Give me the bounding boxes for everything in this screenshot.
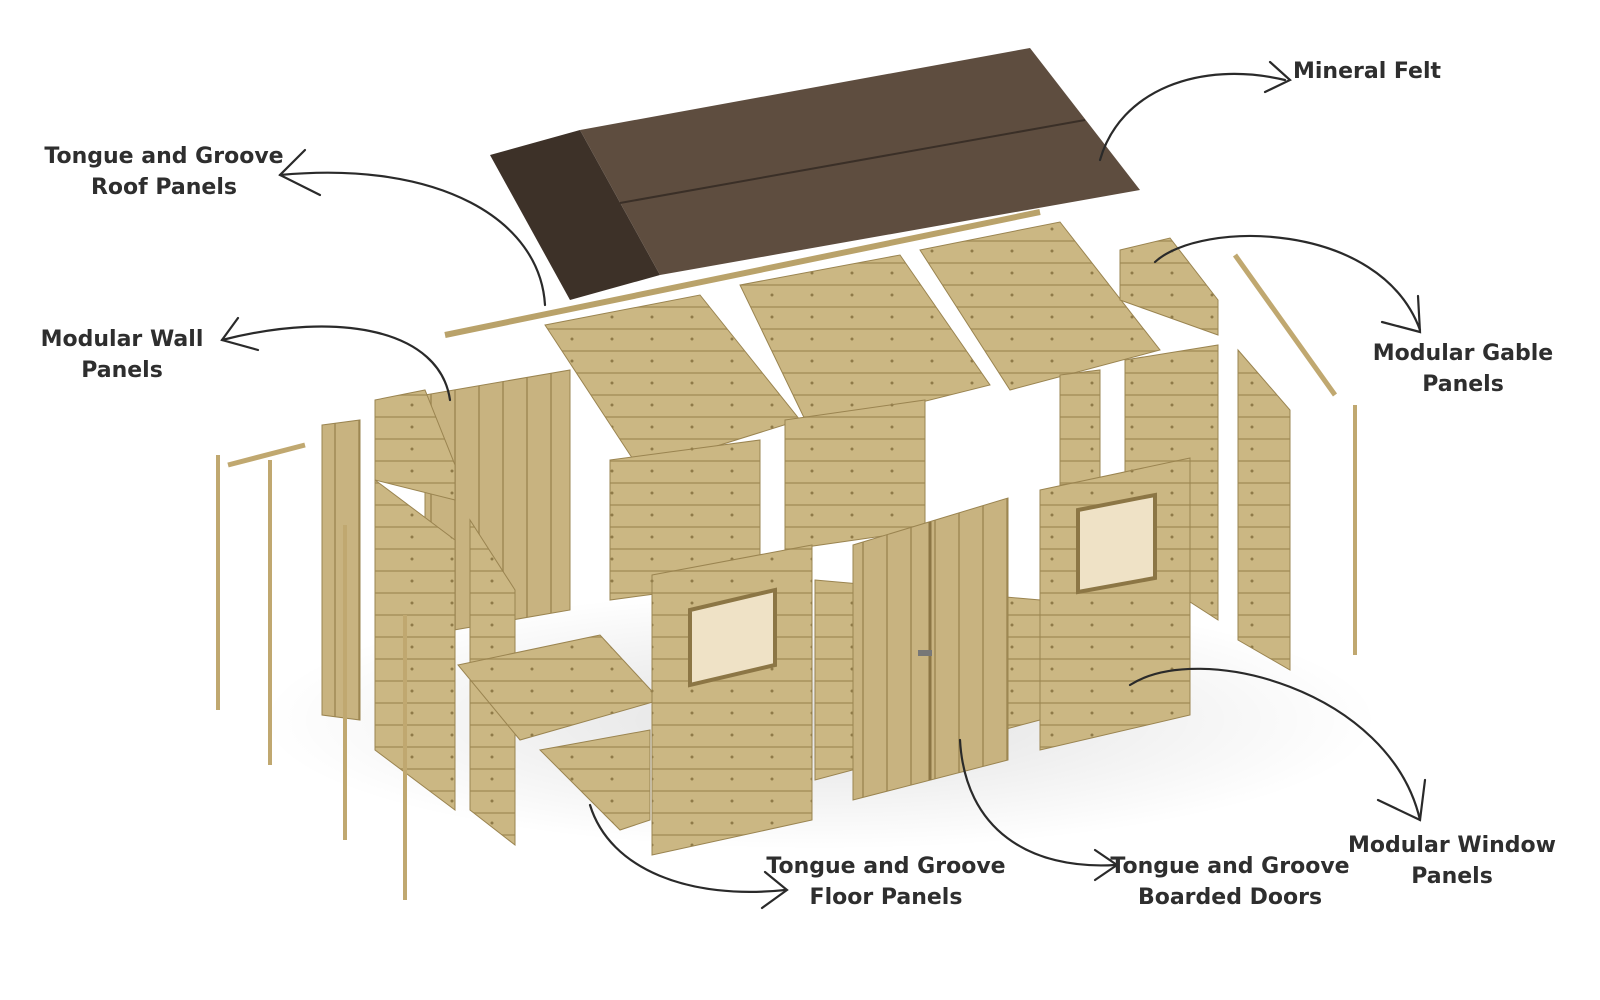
- boarded-doors: [852, 497, 1009, 801]
- back-wall-panels: [374, 369, 926, 636]
- label-line: Modular Window: [1348, 833, 1556, 858]
- label-line: Mineral Felt: [1292, 59, 1442, 84]
- arrow-head: [1380, 294, 1422, 334]
- roof-panels: [444, 209, 1161, 471]
- label-line: Panels: [1422, 372, 1504, 397]
- arrow-head: [1263, 60, 1292, 94]
- label-line: Tongue and Groove: [1110, 854, 1350, 879]
- arrow-head: [278, 148, 322, 197]
- label-line: Tongue and Groove: [766, 854, 1006, 879]
- arrow-floor-panels: [588, 803, 787, 893]
- label-line: Boarded Doors: [1137, 885, 1323, 910]
- arrow-roof-panels: [278, 171, 547, 307]
- label-line: Panels: [81, 358, 163, 383]
- label-line: Modular Gable: [1372, 341, 1554, 366]
- label-line: Modular Wall: [40, 327, 204, 352]
- arrow-wall-panels: [220, 325, 452, 402]
- label-mineral-felt: Mineral Felt: [1293, 56, 1441, 87]
- callout-arrows: [220, 60, 1427, 910]
- arrow-mineral-felt: [1098, 72, 1287, 162]
- label-line: Tongue and Groove: [44, 144, 284, 169]
- arrow-window-panels: [1128, 667, 1422, 822]
- front-window-panel-right: [1039, 457, 1191, 751]
- arrow-head: [760, 870, 789, 910]
- mineral-felt-roof: [490, 48, 1140, 300]
- label-line: Panels: [1411, 864, 1493, 889]
- arrow-head: [1093, 848, 1119, 882]
- arrow-head: [1376, 778, 1427, 822]
- label-line: Floor Panels: [809, 885, 963, 910]
- arrow-doors: [958, 738, 1117, 867]
- arrow-head: [220, 316, 260, 352]
- arrow-gable-panels: [1153, 234, 1422, 332]
- label-line: Roof Panels: [90, 175, 237, 200]
- front-window-panel-left: [651, 544, 813, 856]
